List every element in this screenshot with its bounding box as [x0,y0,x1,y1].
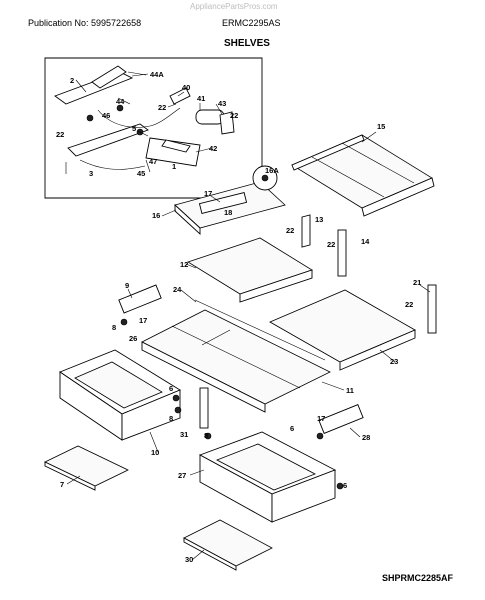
callout: 17 [317,414,325,423]
shelf-23 [269,289,416,371]
glass-panel-30 [183,519,273,571]
callout: 22 [286,226,294,235]
callout: 24 [173,285,182,294]
callout: 21 [413,278,421,287]
callout: 1 [172,162,176,171]
callout: 8 [204,431,208,440]
callout: 27 [178,471,186,480]
callout: 22 [158,103,166,112]
callout: 45 [137,169,145,178]
callout: 16A [265,166,279,175]
callout-labels: 2 44A 40 44 22 41 43 46 22 5 22 42 47 3 … [56,70,421,564]
thermistor-part [116,104,124,112]
glass-panel-7 [44,445,129,491]
callout: 2 [70,76,74,85]
diagram-code: SHPRMC2285AF [382,573,454,583]
callout: 26 [129,334,137,343]
publication-number: Publication No: 5995722658 [28,18,142,28]
control-board-part [91,65,127,89]
callout: 7 [60,480,64,489]
callout: 22 [405,300,413,309]
callout: 31 [180,430,188,439]
switch-part [219,111,235,135]
callout: 40 [182,83,190,92]
section-title: SHELVES [224,38,270,49]
callout: 9 [125,281,129,290]
callout: 16 [152,211,160,220]
callout: 10 [151,448,159,457]
callout: 17 [139,316,147,325]
socket-part [169,87,191,105]
center-divider [199,387,209,429]
crisper-drawer-10 [59,349,181,441]
light-assembly-inset [44,57,263,199]
screws [120,318,344,490]
callout: 17 [204,189,212,198]
callout: 30 [185,555,193,564]
callout: 6 [169,384,173,393]
callout: 47 [149,157,157,166]
callout: 28 [362,433,370,442]
wire-harness [97,107,181,128]
model-number: ERMC2295AS [222,18,281,28]
callout: 22 [56,130,64,139]
shelf-12 [187,237,313,303]
callout: 6 [290,424,294,433]
callout: 8 [112,323,116,332]
callout: 18 [224,208,232,217]
screw-part [86,114,94,122]
callout: 46 [102,111,110,120]
callout: 43 [218,99,226,108]
shelf-rails [118,214,437,434]
callout: 22 [327,240,335,249]
callout: 6 [343,481,347,490]
callout: 44 [116,97,125,106]
callout: 22 [230,111,238,120]
callout: 11 [346,386,354,395]
crisper-cover [141,299,331,413]
callout: 3 [89,169,93,178]
callout: 41 [197,94,205,103]
wire-lead [79,159,146,170]
callout: 5 [132,124,136,133]
callout: 13 [315,215,323,224]
callout: 8 [169,414,173,423]
light-cover-part [67,123,149,157]
callout: 12 [180,260,188,269]
lens-part [161,139,191,153]
crisper-drawer-27 [198,431,337,523]
callout: 14 [361,237,370,246]
leader-lines [66,73,431,561]
shelf-16 [174,165,286,236]
watermark-text: AppliancePartsPros.com [190,2,278,11]
shelf-15 [291,134,435,217]
callout: 15 [377,122,385,131]
callout: 42 [209,144,217,153]
callout: 44A [150,70,164,79]
